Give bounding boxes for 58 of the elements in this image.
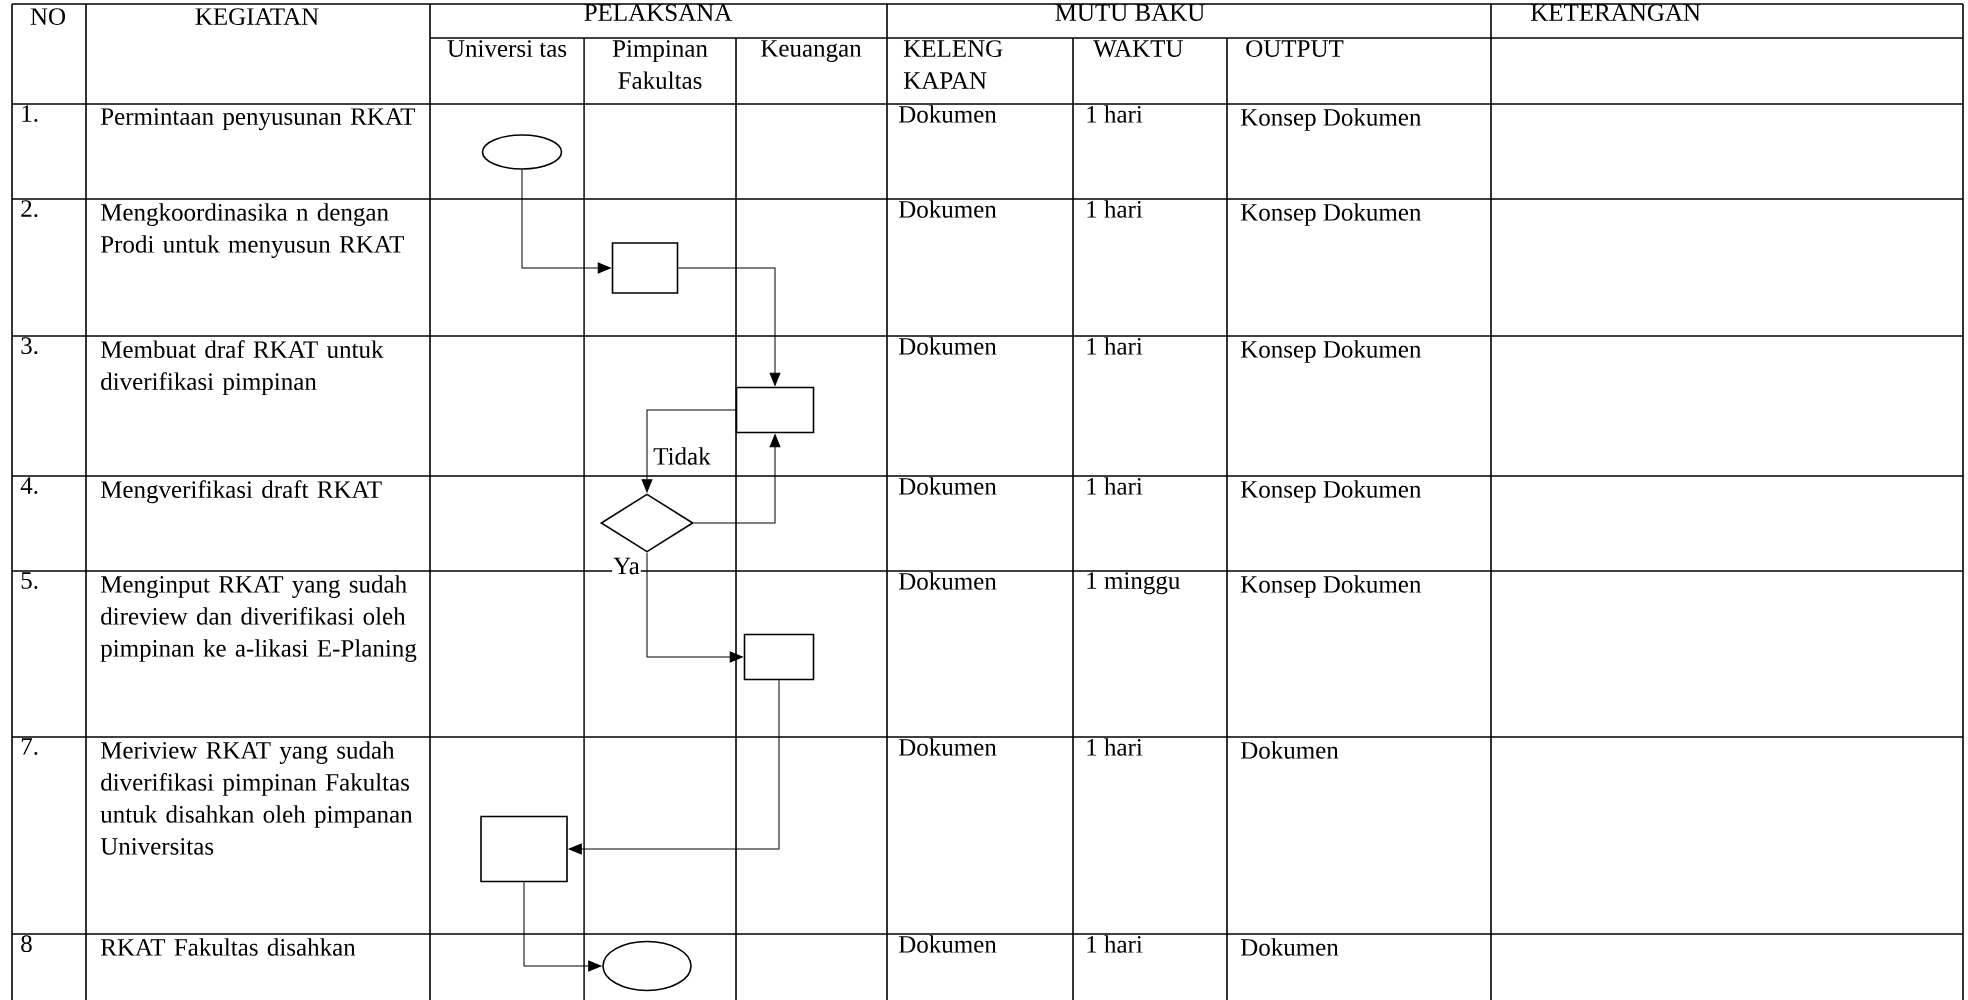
cell-text: Dokumen [898,572,997,590]
column-header: WAKTU [1093,40,1183,58]
cell-text: 1 minggu [1087,572,1180,595]
cell-text: Dokumen [1240,741,1339,759]
cell-text: Dokumen [1240,938,1339,956]
cell-text: Konsep Dokumen [1240,340,1422,363]
cell-text: Konsep Dokumen [1240,203,1422,226]
column-header: KELENG KAPAN [903,40,1003,89]
column-header: KEGIATAN [195,8,319,25]
column-header: MUTU BAKU [1055,4,1205,21]
activity-text: RKAT Fakultas disahkan [100,938,356,956]
process-box [480,815,568,883]
arrow [677,267,781,386]
terminator-ellipse [481,134,563,170]
cell-text: 1 hari [1087,200,1143,218]
row-number: 4. [20,477,38,494]
column-header: NO [30,8,66,25]
row-number: 2. [21,200,38,218]
activity-text: Mengverifikasi draft RKAT [100,480,382,504]
edge-label: Ya [613,557,640,575]
arrow [693,434,781,524]
row-number: 8 [21,935,32,953]
arrow [523,881,602,972]
cell-text: Dokumen [898,477,997,495]
process-box [611,242,679,294]
column-header: PELAKSANA [584,4,733,21]
cell-text: Konsep Dokumen [1240,480,1422,503]
activity-text: Menginput RKAT yang sudah direview dan diverifikasi oleh pimpinan ke a-likasi E-Planing [100,575,417,662]
cell-text: Dokumen [898,738,997,756]
activity-text: Permintaan penyusunan RKAT [100,108,416,131]
row-number: 1. [22,105,38,123]
arrow [568,679,780,855]
cell-text: Dokumen [898,200,997,218]
activity-text: Membuat draf RKAT untuk diverifikasi pimpinan [100,340,384,396]
column-header: Pimpinan Fakultas [612,40,708,89]
row-number: 3. [21,337,38,355]
cell-text: Konsep Dokumen [1240,108,1422,131]
column-header: Keuangan [761,40,862,62]
cell-text: 1 hari [1087,935,1143,953]
column-header: KETERANGAN [1530,4,1701,21]
cell-text: 1 hari [1087,477,1143,495]
terminator-ellipse [602,940,692,992]
edge-label: Tidak [653,447,711,465]
cell-text: 1 hari [1087,105,1143,123]
cell-text: 1 hari [1087,337,1143,355]
arrow [521,169,611,274]
process-box [743,633,815,681]
arrow [641,409,737,493]
activity-text: Mengkoordinasika n dengan Prodi untuk menyusun RKAT [100,203,404,258]
arrow [646,552,743,663]
cell-text: Dokumen [898,105,997,123]
cell-text: Konsep Dokumen [1240,575,1422,598]
row-number: 5. [21,572,38,589]
column-header: OUTPUT [1246,40,1344,57]
row-number: 7. [21,738,38,755]
process-box [735,386,815,434]
cell-text: 1 hari [1087,738,1143,756]
cell-text: Dokumen [898,935,997,953]
